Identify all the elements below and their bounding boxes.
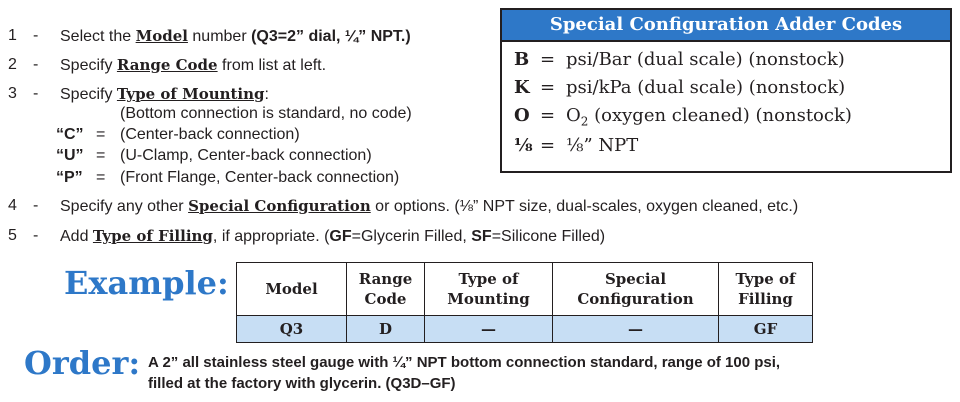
mounting-code: “U” — [56, 147, 84, 164]
adder-desc: ⅛” NPT — [566, 135, 639, 156]
step-dash: - — [33, 227, 39, 244]
step-number: 5 — [8, 227, 17, 244]
mounting-code: “C” — [56, 126, 84, 143]
step-number: 1 — [8, 27, 17, 44]
step-text: Specify Type of Mounting: — [60, 85, 269, 103]
oxygen-subscript: 2 — [580, 114, 589, 129]
adder-codes-title: Special Configuration Adder Codes — [502, 10, 950, 42]
adder-code: B — [514, 49, 530, 70]
adder-desc: O2 (oxygen cleaned) (nonstock) — [566, 105, 852, 129]
value-model: Q3 — [236, 315, 347, 343]
adder-equals: = — [540, 77, 556, 98]
mounting-option-u: “U” = (U-Clamp, Center-back connection) — [56, 146, 496, 166]
step-2: 2 - Specify Range Code from list at left… — [8, 55, 498, 75]
keyword-range-code: Range Code — [116, 56, 218, 74]
value-special-configuration: — — [552, 315, 719, 343]
mounting-desc: (Front Flange, Center-back connection) — [120, 169, 400, 186]
example-label: Example: — [64, 264, 229, 302]
order-line-2: filled at the factory with glycerin. (Q3… — [148, 375, 456, 392]
mounting-desc: (Center-back connection) — [120, 126, 300, 143]
step-text: Select the Model number (Q3=2” dial, ¼” … — [60, 27, 411, 45]
step-text: Specify Range Code from list at left. — [60, 56, 327, 74]
adder-equals: = — [540, 135, 556, 156]
step-dash: - — [33, 56, 39, 73]
keyword-type-of-filling: Type of Filling — [92, 227, 213, 245]
adder-code: K — [514, 77, 530, 98]
step-dash: - — [33, 197, 39, 214]
step-number: 3 — [8, 85, 17, 102]
value-type-of-filling: GF — [718, 315, 813, 343]
adder-equals: = — [540, 105, 556, 126]
adder-desc: psi/Bar (dual scale) (nonstock) — [566, 49, 845, 70]
mounting-desc: (U-Clamp, Center-back connection) — [120, 147, 372, 164]
model-example: (Q3=2” dial, ¼” NPT.) — [251, 28, 411, 45]
step-dash: - — [33, 85, 39, 102]
mounting-equals: = — [96, 147, 106, 164]
adder-code: O — [514, 105, 530, 126]
mounting-option-p: “P” = (Front Flange, Center-back connect… — [56, 168, 496, 188]
adder-row-o: O = O2 (oxygen cleaned) (nonstock) — [502, 102, 950, 130]
mounting-note: (Bottom connection is standard, no code) — [120, 105, 412, 122]
step-5: 5 - Add Type of Filling, if appropriate.… — [8, 226, 728, 246]
mounting-equals: = — [96, 169, 106, 186]
value-type-of-mounting: — — [424, 315, 553, 343]
keyword-special-configuration: Special Configuration — [188, 197, 371, 215]
order-description: A 2” all stainless steel gauge with ¼” N… — [148, 352, 780, 394]
filling-code-gf: GF — [329, 228, 352, 245]
adder-equals: = — [540, 49, 556, 70]
step-number: 2 — [8, 56, 17, 73]
mounting-code: “P” — [56, 169, 83, 186]
step-4: 4 - Specify any other Special Configurat… — [8, 196, 953, 216]
step-3: 3 - Specify Type of Mounting: — [8, 84, 498, 104]
value-range-code: D — [346, 315, 425, 343]
step-dash: - — [33, 27, 39, 44]
order-line-1: A 2” all stainless steel gauge with ¼” N… — [148, 354, 781, 371]
step-text: Specify any other Special Configuration … — [60, 197, 799, 215]
adder-codes-box: Special Configuration Adder Codes B = ps… — [500, 8, 952, 173]
order-label: Order: — [24, 344, 141, 382]
mounting-option-c: “C” = (Center-back connection) — [56, 125, 496, 145]
example-value-row: Q3 D — — GF — [236, 315, 813, 343]
filling-code-sf: SF — [471, 228, 492, 245]
step-text: Add Type of Filling, if appropriate. (GF… — [60, 227, 606, 245]
step-1: 1 - Select the Model number (Q3=2” dial,… — [8, 26, 498, 46]
adder-row-k: K = psi/kPa (dual scale) (nonstock) — [502, 74, 950, 102]
step-number: 4 — [8, 197, 17, 214]
mounting-equals: = — [96, 126, 106, 143]
keyword-model: Model — [135, 27, 188, 45]
adder-desc: psi/kPa (dual scale) (nonstock) — [566, 77, 846, 98]
header-model: Model — [236, 262, 347, 316]
adder-row-b: B = psi/Bar (dual scale) (nonstock) — [502, 46, 950, 74]
adder-code: ⅛ — [514, 135, 533, 156]
adder-row-eighth: ⅛ = ⅛” NPT — [502, 132, 950, 160]
keyword-type-of-mounting: Type of Mounting — [116, 85, 265, 103]
